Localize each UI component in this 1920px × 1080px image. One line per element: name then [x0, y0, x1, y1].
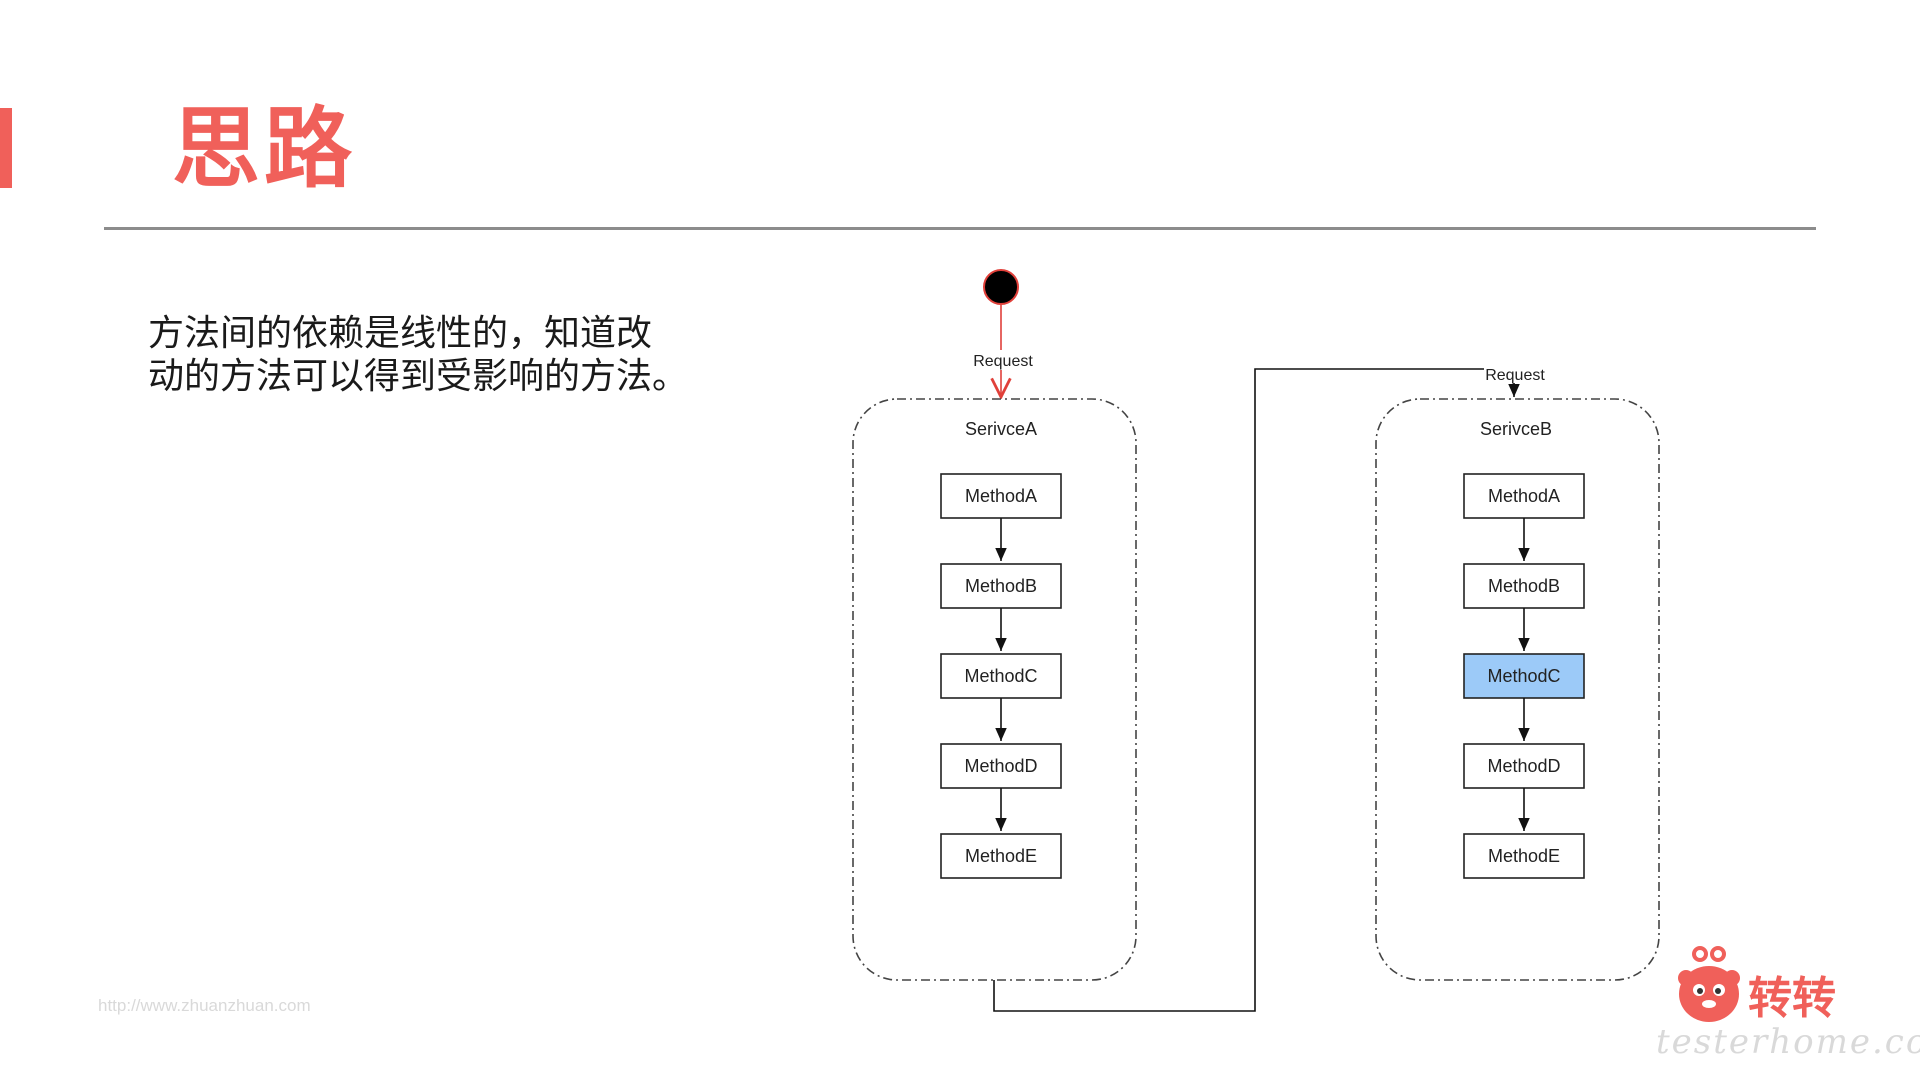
service-a-method-label: MethodB	[965, 576, 1037, 596]
accent-bar	[0, 108, 12, 188]
service-a-method-box	[940, 833, 1062, 879]
page-title: 思路	[172, 97, 357, 200]
service-a-method-box	[940, 743, 1062, 789]
service-b-name: SerivceB	[1480, 419, 1552, 439]
service-b-method-box	[1463, 473, 1585, 519]
title-divider	[104, 227, 1816, 230]
description-line-2: 动的方法可以得到受影响的方法。	[148, 356, 689, 397]
service-b-method-box	[1463, 743, 1585, 789]
footer-url: http://www.zhuanzhuan.com	[98, 996, 311, 1015]
service-b-method-label: MethodA	[1488, 486, 1560, 506]
service-a-name: SerivceA	[965, 419, 1037, 439]
service-a-container	[852, 398, 1137, 981]
start-node	[983, 269, 1019, 305]
service-b-method-label: MethodE	[1488, 846, 1560, 866]
zhuanzhuan-logo-icon	[1678, 946, 1740, 1022]
service-connector	[993, 368, 1520, 1012]
service-b-method-label-highlighted: MethodC	[1487, 666, 1560, 686]
service-a-method-label: MethodD	[964, 756, 1037, 776]
brand-name: 转转	[1748, 973, 1836, 1024]
request-label-b: Request	[1485, 367, 1545, 384]
description: 方法间的依赖是线性的，知道改 动的方法可以得到受影响的方法。	[148, 312, 708, 398]
description-line-1: 方法间的依赖是线性的，知道改	[148, 313, 653, 354]
watermark: testerhome.com	[1656, 1022, 1920, 1062]
service-b-method-label: MethodD	[1487, 756, 1560, 776]
service-b-method-box-highlighted	[1463, 653, 1585, 699]
service-b-method-box	[1463, 833, 1585, 879]
service-b-method-label: MethodB	[1488, 576, 1560, 596]
service-b-container	[1375, 398, 1660, 981]
service-b-methods: MethodA MethodB MethodC MethodD MethodE	[1463, 473, 1585, 879]
service-a-method-label: MethodC	[964, 666, 1037, 686]
service-a-method-label: MethodE	[965, 846, 1037, 866]
service-a-method-label: MethodA	[965, 486, 1037, 506]
service-b-method-box	[1463, 563, 1585, 609]
request-label-a: Request	[973, 353, 1033, 370]
service-a-method-box	[940, 563, 1062, 609]
service-a-methods: MethodA MethodB MethodC MethodD MethodE	[940, 473, 1062, 879]
service-a-method-box	[940, 653, 1062, 699]
